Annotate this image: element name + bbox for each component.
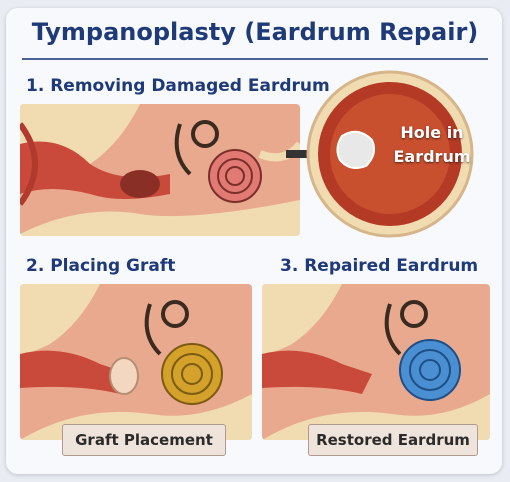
cochlea-icon bbox=[208, 149, 262, 203]
callout-line-2: Eardrum bbox=[393, 147, 471, 166]
step-2-ear-illustration bbox=[20, 284, 252, 440]
step-2-caption: Graft Placement bbox=[62, 424, 226, 456]
step-1-ear-illustration bbox=[20, 104, 300, 236]
title-divider bbox=[22, 58, 488, 60]
eardrum-hole-icon bbox=[336, 130, 375, 169]
step-2-title: 2. Placing Graft bbox=[26, 256, 176, 276]
callout-line-1: Hole in bbox=[400, 123, 464, 142]
cochlea-icon bbox=[161, 343, 223, 405]
diagram-title: Tympanoplasty (Eardrum Repair) bbox=[31, 18, 479, 46]
step-3-caption: Restored Eardrum bbox=[308, 424, 478, 456]
step-1-title: 1. Removing Damaged Eardrum bbox=[26, 76, 330, 96]
step-3-title: 3. Repaired Eardrum bbox=[280, 256, 479, 276]
graft-icon bbox=[109, 357, 139, 395]
step-3-ear-illustration bbox=[262, 284, 490, 440]
cochlea-icon bbox=[399, 339, 461, 401]
eardrum-hole-magnified bbox=[286, 70, 474, 238]
